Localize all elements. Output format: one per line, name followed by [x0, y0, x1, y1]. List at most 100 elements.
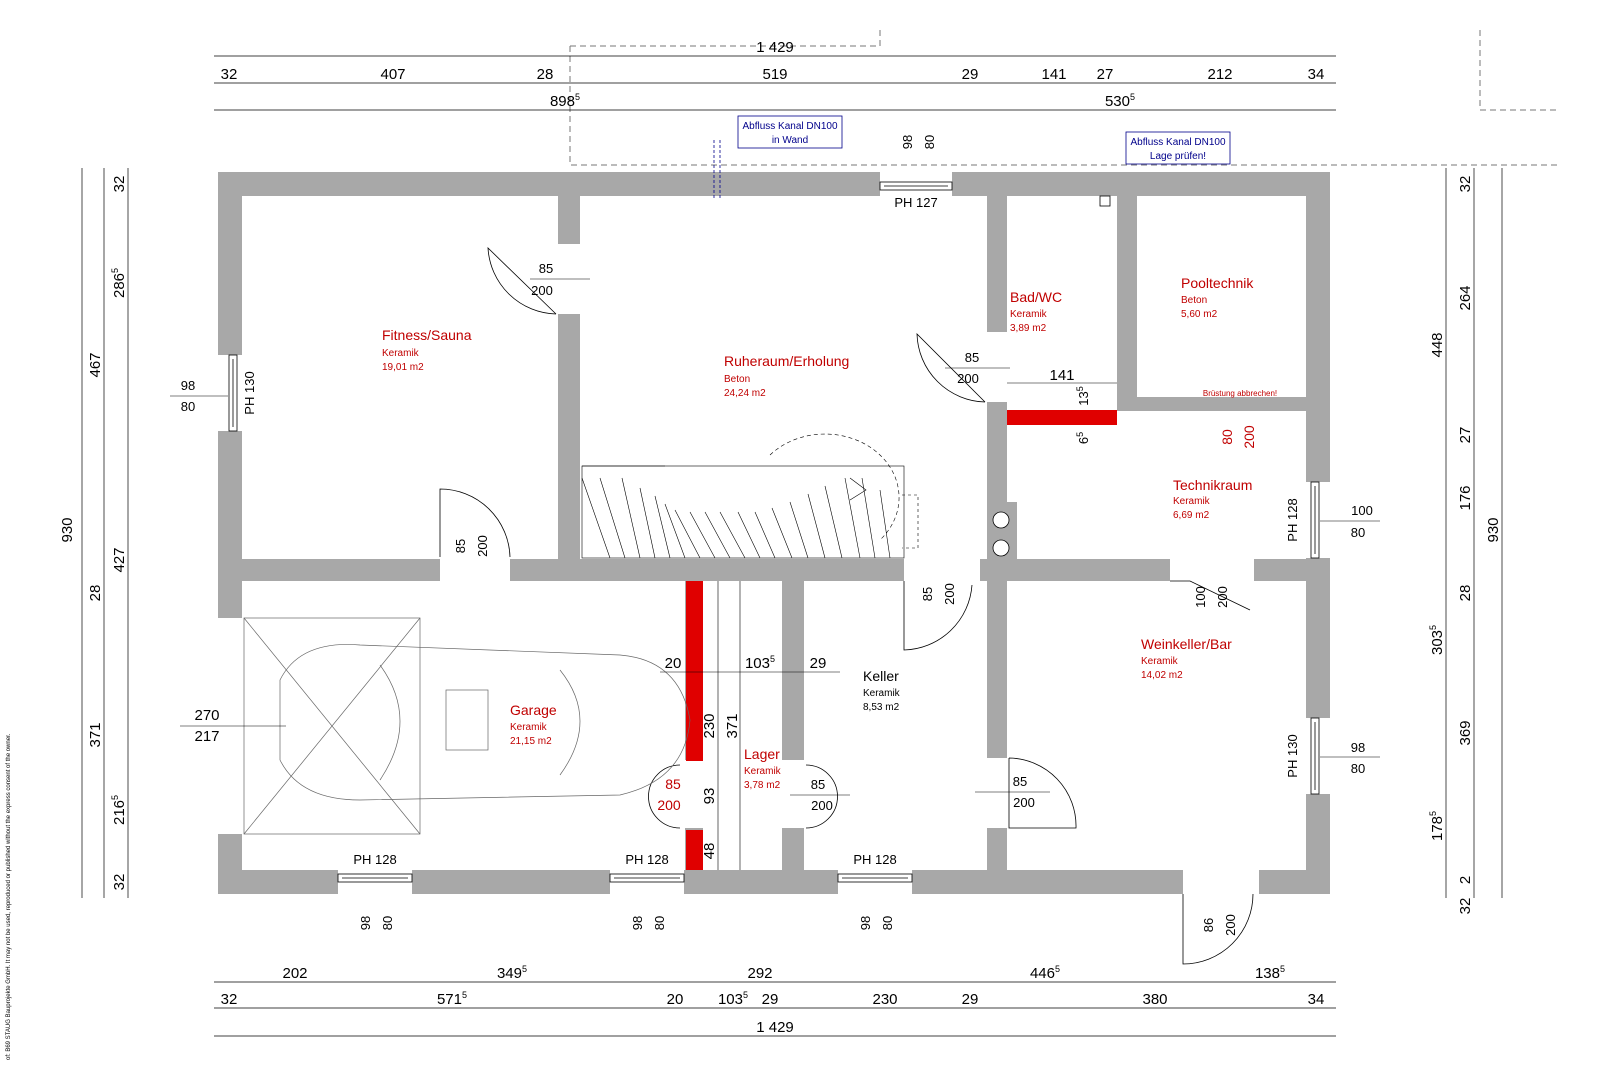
dim-top-total: 1 429 [756, 39, 794, 56]
dim-top-row: 32 407 28 519 29 141 27 212 34 [221, 66, 1325, 83]
svg-text:Bad/WC: Bad/WC [1010, 289, 1062, 305]
dim-right-out-5: 369 [1457, 720, 1474, 745]
svg-text:6,69 m2: 6,69 m2 [1173, 510, 1210, 521]
dim-left-out-3: 427 [111, 547, 128, 572]
svg-text:100: 100 [1351, 503, 1373, 518]
room-pooltechnik: Pooltechnik Beton 5,60 m2 [1181, 275, 1254, 320]
dim-top-5: 29 [962, 66, 979, 83]
svg-text:5,60 m2: 5,60 m2 [1181, 309, 1218, 320]
dimension-lines [81, 55, 1503, 1037]
dim-bot2-6: 230 [872, 991, 897, 1008]
drain-note-wall: Abfluss Kanal DN100 in Wand [737, 115, 843, 149]
dim-top-half-right: 5305 [1105, 92, 1135, 110]
svg-text:93: 93 [701, 788, 718, 805]
svg-text:100: 100 [1193, 586, 1208, 608]
svg-text:85: 85 [453, 539, 468, 553]
dim-bot2-4: 1035 [718, 990, 748, 1008]
svg-text:Keramik: Keramik [863, 688, 901, 699]
dim-top-3: 28 [537, 66, 554, 83]
drain-lines [713, 140, 721, 200]
svg-text:98: 98 [1351, 740, 1365, 755]
svg-text:371: 371 [724, 713, 741, 738]
svg-text:200: 200 [1215, 586, 1230, 608]
dim-left-mid-2: 28 [87, 585, 104, 602]
svg-text:135: 135 [1075, 386, 1091, 405]
svg-text:8,53 m2: 8,53 m2 [863, 702, 900, 713]
dim-top-7: 27 [1097, 66, 1114, 83]
svg-text:80: 80 [181, 399, 195, 414]
svg-text:80: 80 [380, 916, 395, 930]
dim-right-out-7: 2 [1457, 876, 1474, 884]
svg-text:Ruheraum/Erholung: Ruheraum/Erholung [724, 353, 849, 369]
svg-text:85: 85 [1013, 774, 1027, 789]
window-right-lower-label: PH 130 [1285, 734, 1300, 777]
svg-text:Abfluss Kanal DN100: Abfluss Kanal DN100 [742, 121, 837, 132]
dim-bot2-9: 34 [1308, 991, 1325, 1008]
staircase [581, 433, 919, 559]
dim-top-half-left: 8985 [550, 92, 580, 110]
svg-text:Keramik: Keramik [744, 766, 782, 777]
room-garage: Garage Keramik 21,15 m2 [510, 702, 557, 747]
dim-bot2-2: 5715 [437, 990, 467, 1008]
svg-text:85: 85 [920, 587, 935, 601]
dim-top-4: 519 [762, 66, 787, 83]
dim-bottom-total: 1 429 [756, 1019, 794, 1036]
window-left-label: PH 130 [242, 371, 257, 414]
window-bottom-1-label: PH 128 [353, 852, 396, 867]
window-bottom-2-label: PH 128 [625, 852, 668, 867]
svg-text:98: 98 [858, 916, 873, 930]
svg-text:Keramik: Keramik [1010, 309, 1048, 320]
svg-text:80: 80 [652, 916, 667, 930]
svg-text:Lage prüfen!: Lage prüfen! [1150, 151, 1206, 162]
copyright-side-text: of: B69 STAUG Bauprojekte GmbH. It may n… [6, 733, 12, 1060]
svg-text:Technikraum: Technikraum [1173, 477, 1252, 493]
svg-text:98: 98 [630, 916, 645, 930]
dim-left-out-4: 2165 [110, 795, 128, 825]
property-outline [569, 28, 1560, 166]
window-right-upper-label: PH 128 [1285, 498, 1300, 541]
svg-text:3,78 m2: 3,78 m2 [744, 780, 781, 791]
svg-text:141: 141 [1049, 367, 1074, 384]
dim-bot2-3: 20 [667, 991, 684, 1008]
svg-text:98: 98 [900, 135, 915, 149]
dim-right-mid-2: 28 [1457, 585, 1474, 602]
svg-text:14,02 m2: 14,02 m2 [1141, 670, 1183, 681]
svg-text:200: 200 [1241, 425, 1257, 449]
svg-text:80: 80 [1351, 761, 1365, 776]
svg-text:24,24 m2: 24,24 m2 [724, 388, 766, 399]
dim-right-out-1: 32 [1457, 176, 1474, 193]
dim-right-out-8: 32 [1457, 898, 1474, 915]
window-bottom-3-label: PH 128 [853, 852, 896, 867]
window-frames [228, 181, 1320, 883]
svg-text:Lager: Lager [744, 746, 780, 762]
dim-bottom-row1: 202 3495 292 4465 1385 [282, 964, 1285, 982]
svg-text:200: 200 [811, 798, 833, 813]
dim-right: 930 448 28 3035 32 264 27 176 369 1785 2… [1428, 176, 1502, 915]
svg-text:Garage: Garage [510, 702, 557, 718]
dim-right-out-4: 176 [1457, 485, 1474, 510]
svg-text:Keller: Keller [863, 668, 899, 684]
dim-right-mid-1: 448 [1429, 332, 1446, 357]
svg-text:Fitness/Sauna: Fitness/Sauna [382, 327, 472, 343]
svg-text:Keramik: Keramik [1141, 656, 1179, 667]
window-top-label: PH 127 [894, 195, 937, 210]
room-weinkeller: Weinkeller/Bar Keramik 14,02 m2 [1141, 636, 1232, 681]
svg-text:29: 29 [810, 655, 827, 672]
svg-text:85: 85 [539, 261, 553, 276]
dim-left: 930 467 28 371 32 2865 427 2165 32 [59, 176, 128, 891]
room-bad: Bad/WC Keramik 3,89 m2 [1010, 289, 1062, 334]
svg-text:200: 200 [1223, 914, 1238, 936]
dim-left-out-2: 2865 [110, 268, 128, 298]
dim-bot2-1: 32 [221, 991, 238, 1008]
svg-text:19,01 m2: 19,01 m2 [382, 362, 424, 373]
svg-text:85: 85 [965, 350, 979, 365]
dim-top-2: 407 [380, 66, 405, 83]
svg-text:Beton: Beton [724, 374, 750, 385]
svg-text:217: 217 [194, 728, 219, 745]
svg-text:Keramik: Keramik [1173, 496, 1211, 507]
svg-text:200: 200 [475, 535, 490, 557]
shafts [992, 195, 1111, 557]
svg-text:230: 230 [701, 713, 718, 738]
svg-text:Keramik: Keramik [510, 722, 548, 733]
svg-text:Keramik: Keramik [382, 348, 420, 359]
